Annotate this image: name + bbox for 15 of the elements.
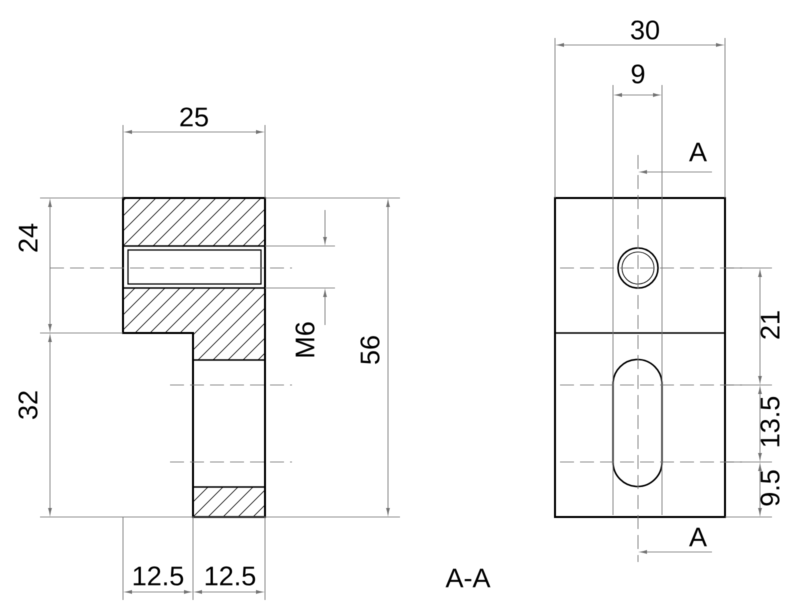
section-letter: A [689,528,707,546]
section-letter: A [689,142,707,162]
dimension-text: 12.5 [134,566,184,586]
dimension-text: 25 [180,107,208,127]
dimension-text: 21 [760,311,780,339]
dimension-text: M6 [295,322,315,357]
dimension-text: 32 [18,391,38,419]
dimension-text: 13.5 [760,396,780,446]
dimension-text: 12.5 [206,566,256,586]
dimension-text: 30 [631,20,659,40]
dimension-text: 9 [632,64,644,84]
section-label: A-A [446,568,490,588]
dimension-text: 56 [360,336,380,364]
dimension-text: 9.5 [760,470,780,506]
dimension-text: 24 [18,224,38,252]
